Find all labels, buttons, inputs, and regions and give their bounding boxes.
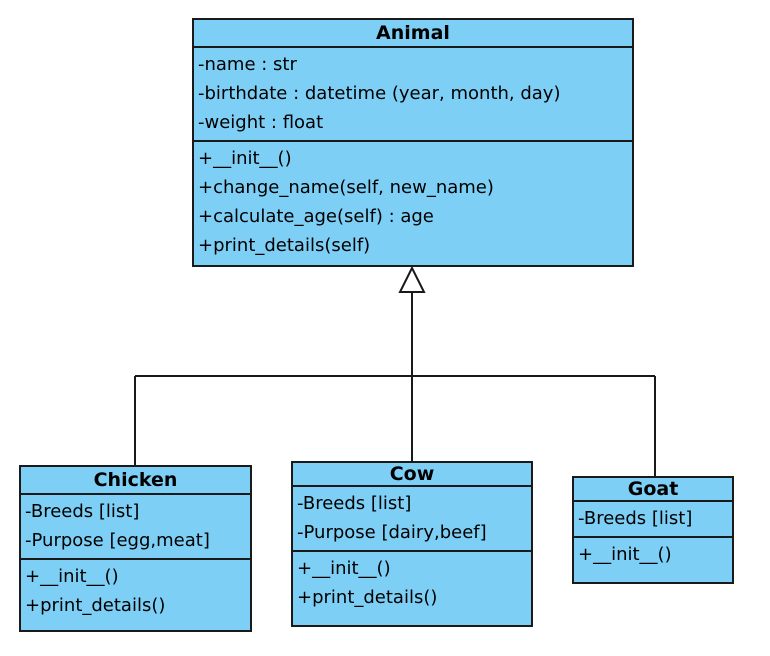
class-name: Animal [194,20,632,48]
method-row: +change_name(self, new_name) [198,177,494,198]
attribute-row: -Breeds [list] [297,493,412,514]
attributes-section: -Breeds [list] -Purpose [egg,meat] [21,495,250,558]
method-row: +__init__() [198,148,292,169]
method-row: +__init__() [578,544,672,565]
class-name: Goat [574,478,732,502]
class-name: Chicken [21,467,250,495]
methods-section: +__init__() +change_name(self, new_name)… [194,140,632,263]
generalization-arrowhead [398,265,426,293]
class-animal[interactable]: Animal -name : str -birthdate : datetime… [192,18,634,267]
class-goat[interactable]: Goat -Breeds [list] +__init__() [572,476,734,584]
method-row: +print_details() [25,595,166,616]
attribute-row: -Breeds [list] [25,501,140,522]
class-cow[interactable]: Cow -Breeds [list] -Purpose [dairy,beef]… [291,461,533,627]
methods-section: +__init__() +print_details() [293,550,531,615]
class-name: Cow [293,463,531,487]
attributes-section: -name : str -birthdate : datetime (year,… [194,48,632,140]
method-row: +__init__() [297,558,391,579]
class-chicken[interactable]: Chicken -Breeds [list] -Purpose [egg,mea… [19,465,252,632]
attribute-row: -Breeds [list] [578,508,693,529]
attribute-row: -weight : float [198,112,324,133]
methods-section: +__init__() [574,536,732,572]
method-row: +print_details() [297,587,438,608]
attribute-row: -birthdate : datetime (year, month, day) [198,83,561,104]
methods-section: +__init__() +print_details() [21,558,250,623]
method-row: +__init__() [25,566,119,587]
attributes-section: -Breeds [list] -Purpose [dairy,beef] [293,487,531,550]
attributes-section: -Breeds [list] [574,502,732,536]
method-row: +print_details(self) [198,235,371,256]
attribute-row: -Purpose [egg,meat] [25,530,210,551]
attribute-row: -name : str [198,54,297,75]
attribute-row: -Purpose [dairy,beef] [297,522,487,543]
method-row: +calculate_age(self) : age [198,206,434,227]
